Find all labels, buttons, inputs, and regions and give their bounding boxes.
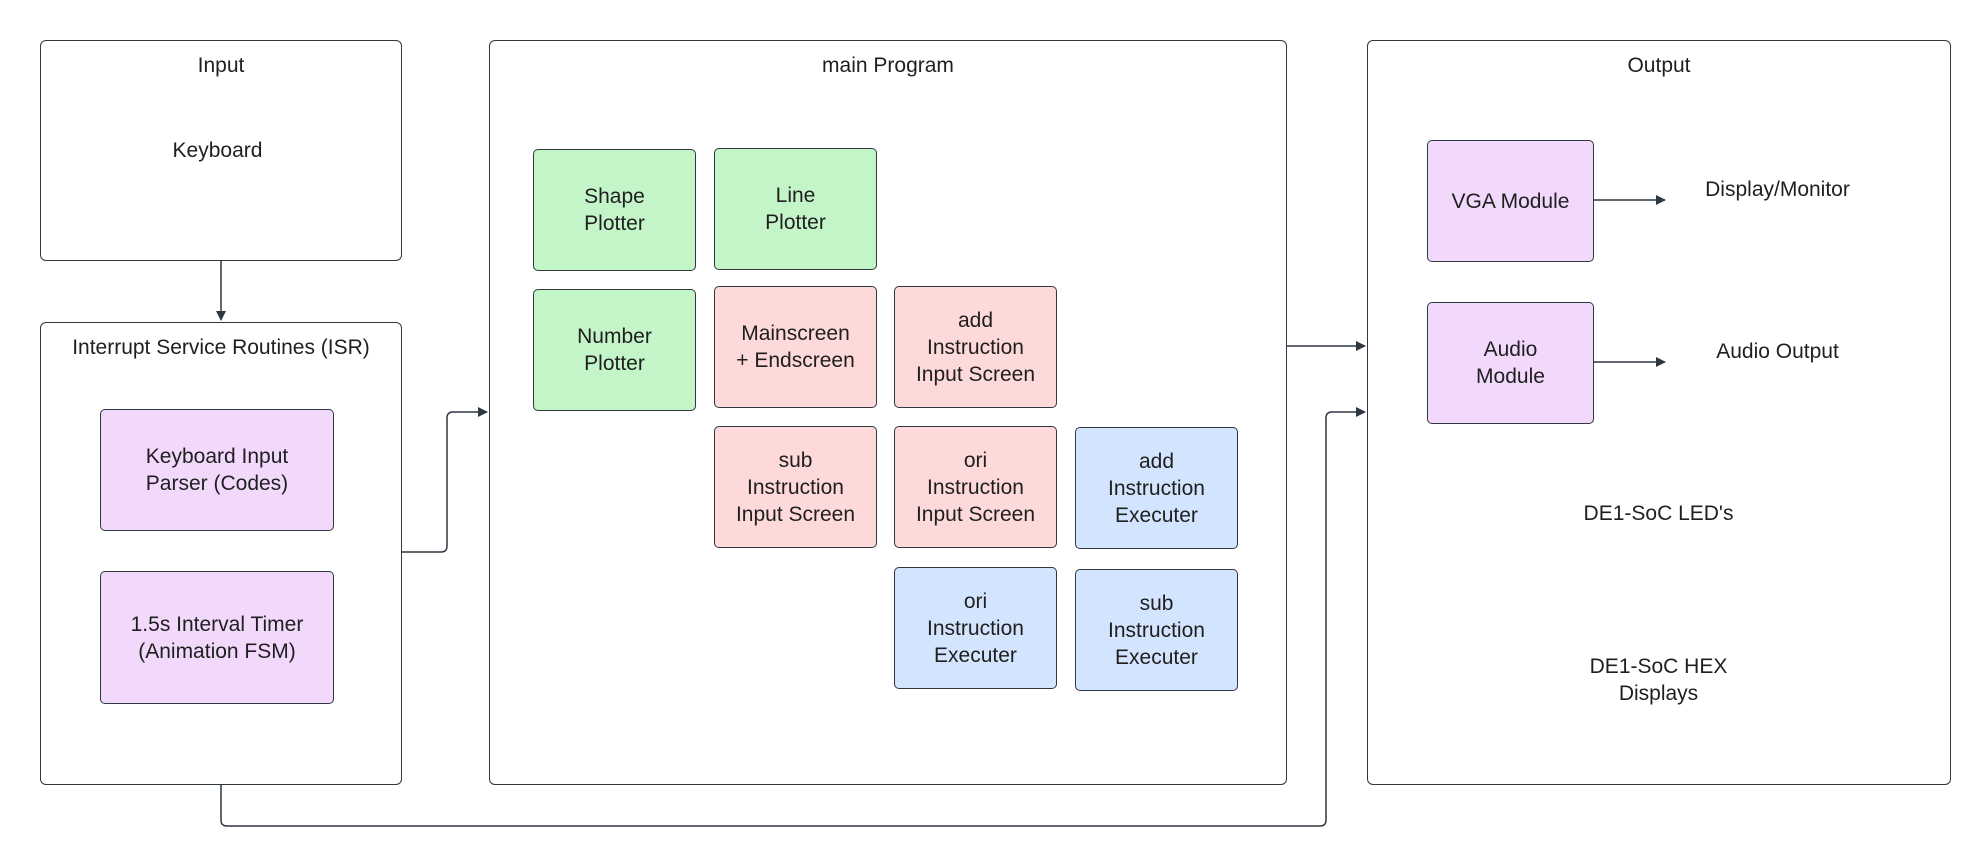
sub-instruction-executer-box: sub Instruction Executer <box>1075 569 1238 691</box>
de1-leds-label: DE1-SoC LED's <box>1583 501 1734 525</box>
keyboard-input-parser-box: Keyboard Input Parser (Codes) <box>100 409 334 531</box>
input-container-title: Input <box>197 54 245 77</box>
add-instruction-input-screen-box: add Instruction Input Screen <box>894 286 1057 408</box>
isr-to-main-arrow <box>402 407 488 553</box>
line-plotter-box: Line Plotter <box>714 148 877 270</box>
vga-module-box: VGA Module <box>1427 140 1594 262</box>
isr-container: Interrupt Service Routines (ISR) <box>40 322 402 785</box>
input-container: Input <box>40 40 402 261</box>
isr-container-title: Interrupt Service Routines (ISR) <box>72 336 370 359</box>
sub-instruction-input-screen-box: sub Instruction Input Screen <box>714 426 877 548</box>
audio-output-label: Audio Output <box>1716 339 1839 363</box>
add-instruction-executer-box: add Instruction Executer <box>1075 427 1238 549</box>
ori-instruction-executer-box: ori Instruction Executer <box>894 567 1057 689</box>
number-plotter-box: Number Plotter <box>533 289 696 411</box>
shape-plotter-box: Shape Plotter <box>533 149 696 271</box>
keyboard-label: Keyboard <box>172 138 263 162</box>
mainscreen-endscreen-box: Mainscreen + Endscreen <box>714 286 877 408</box>
audio-module-box: Audio Module <box>1427 302 1594 424</box>
de1-hex-label: DE1-SoC HEX Displays <box>1589 655 1728 705</box>
interval-timer-box: 1.5s Interval Timer (Animation FSM) <box>100 571 334 704</box>
display-monitor-label: Display/Monitor <box>1705 177 1850 201</box>
main-program-container-title: main Program <box>822 54 954 77</box>
output-container-title: Output <box>1627 54 1691 77</box>
ori-instruction-input-screen-box: ori Instruction Input Screen <box>894 426 1057 548</box>
